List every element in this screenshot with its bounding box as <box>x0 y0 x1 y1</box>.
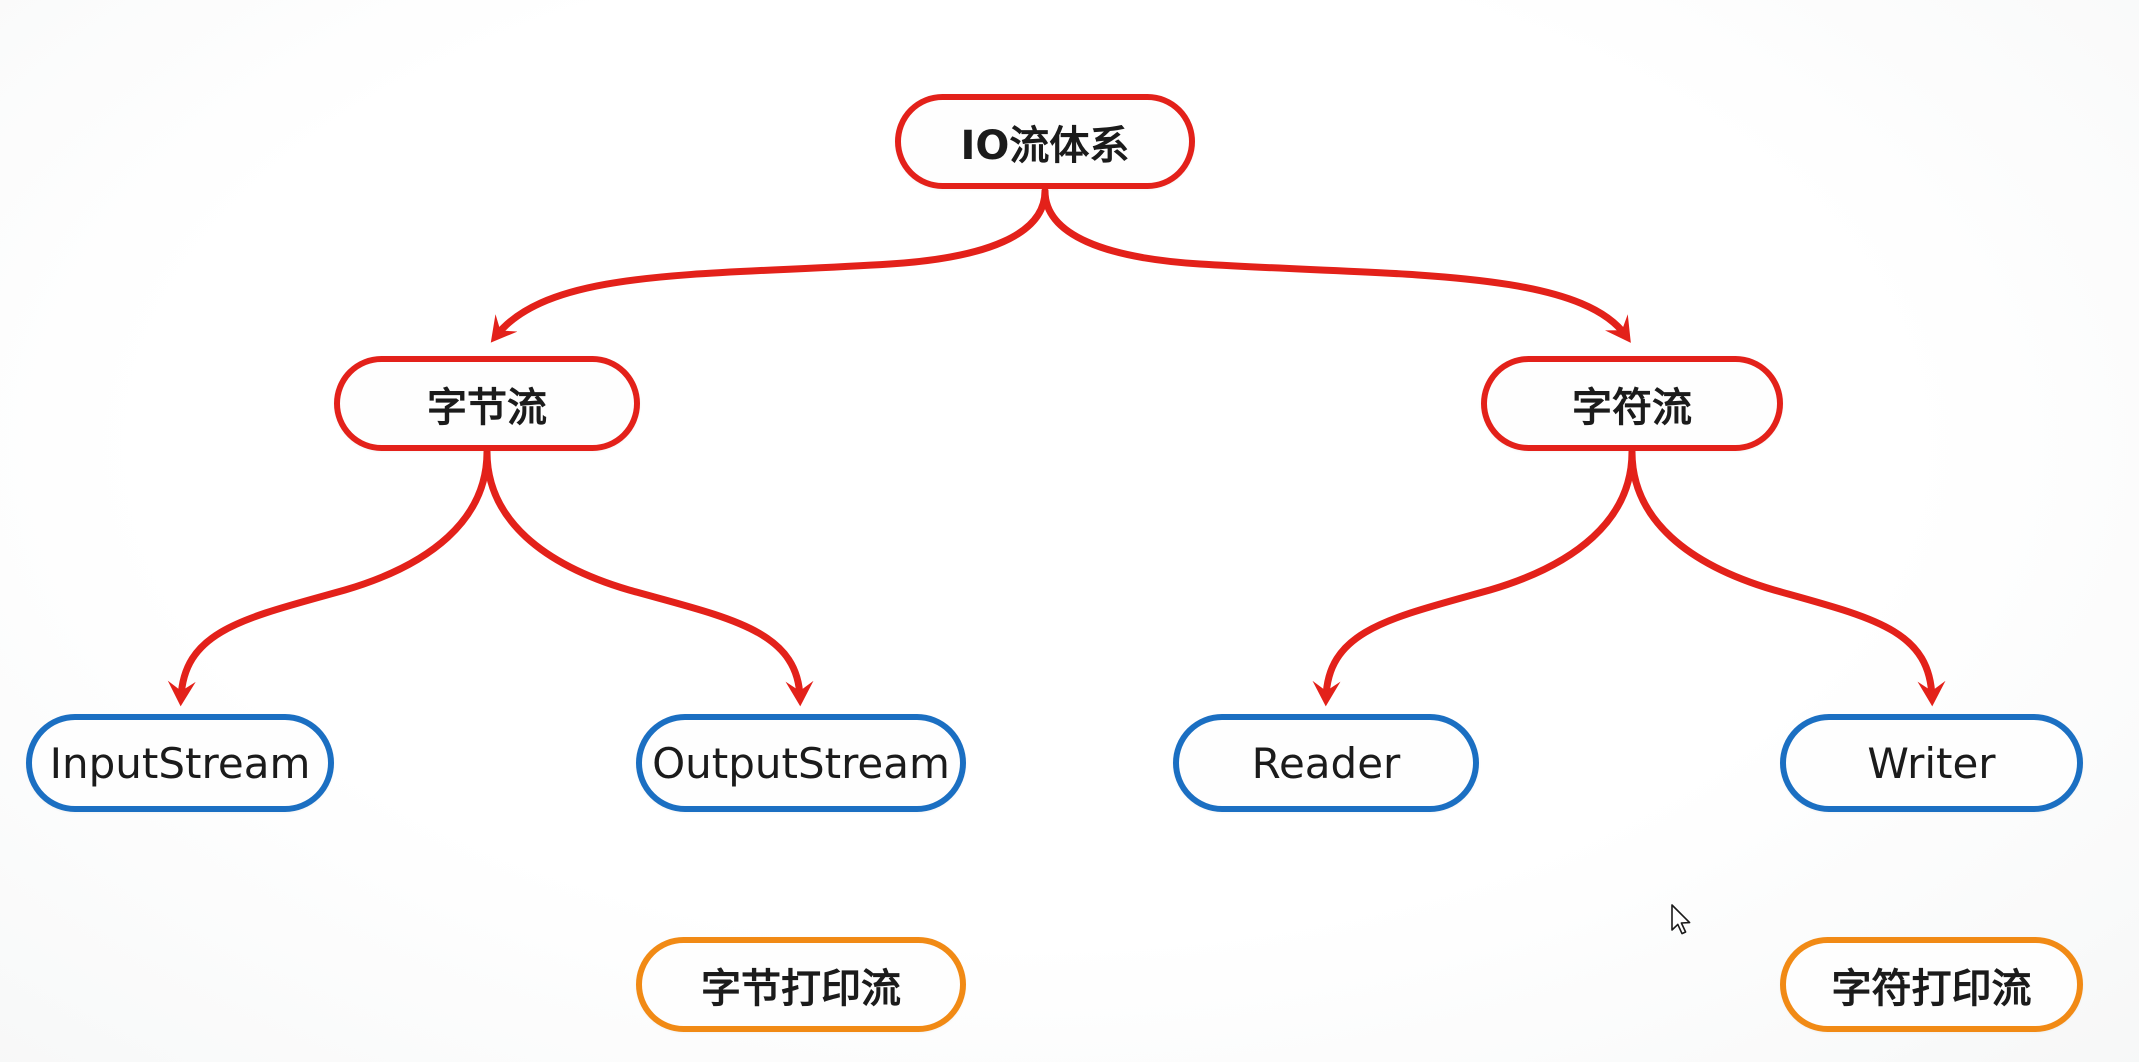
edge-byte-stream-to-outputstream <box>483 448 814 707</box>
edge-io-to-byte-stream <box>490 187 1049 343</box>
node-reader[interactable]: Reader <box>1173 714 1479 812</box>
edge-io-to-char-stream <box>1041 187 1631 343</box>
node-label: OutputStream <box>652 738 950 788</box>
mouse-pointer-icon <box>1671 904 1691 935</box>
node-label: 字节流 <box>427 384 547 431</box>
node-outputstream[interactable]: OutputStream <box>636 714 966 812</box>
node-byte-print-stream[interactable]: 字节打印流 <box>636 937 966 1032</box>
node-inputstream[interactable]: InputStream <box>26 714 334 812</box>
edge-char-stream-to-reader <box>1312 448 1636 707</box>
edge-byte-stream-to-inputstream <box>167 448 491 707</box>
node-char-print-stream[interactable]: 字符打印流 <box>1780 937 2083 1032</box>
node-byte-stream[interactable]: 字节流 <box>334 356 640 451</box>
node-label: 字符打印流 <box>1831 965 2032 1012</box>
node-label: InputStream <box>49 738 311 788</box>
node-char-stream[interactable]: 字符流 <box>1481 356 1783 451</box>
node-writer[interactable]: Writer <box>1780 714 2083 812</box>
node-label: IO流体系 <box>960 122 1130 169</box>
node-label: Reader <box>1251 738 1401 788</box>
node-io-stream-system[interactable]: IO流体系 <box>895 94 1195 189</box>
node-label: Writer <box>1867 738 1996 788</box>
node-label: 字符流 <box>1572 384 1692 431</box>
edge-char-stream-to-writer <box>1628 448 1946 707</box>
node-label: 字节打印流 <box>701 965 901 1012</box>
